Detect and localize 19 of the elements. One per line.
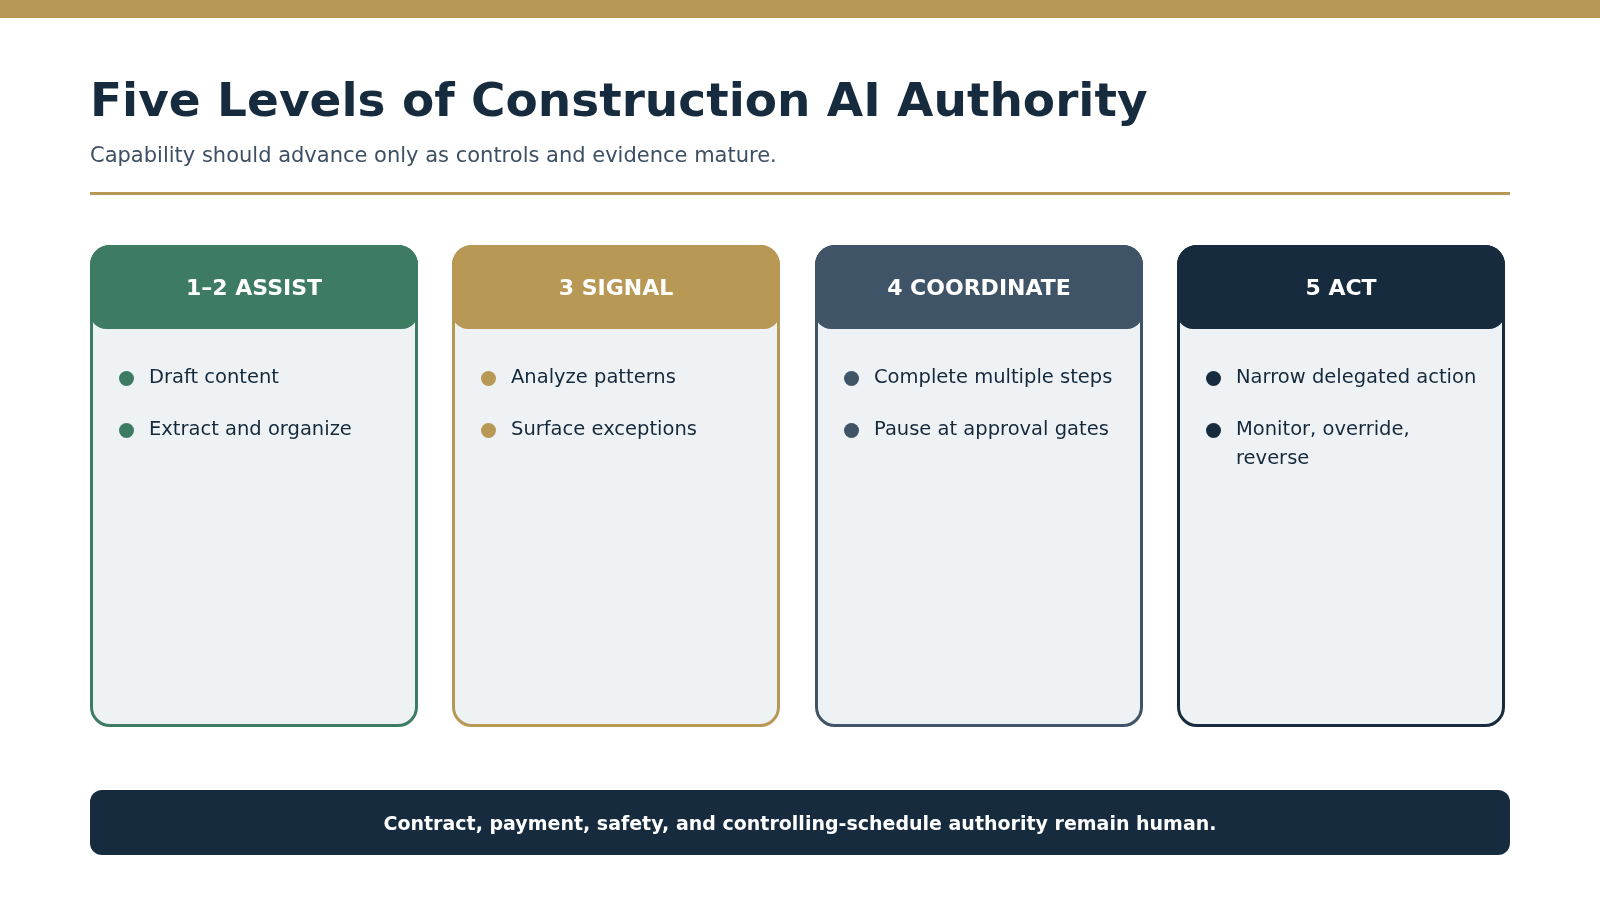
subtitle: Capability should advance only as controls and evidence mature. <box>90 143 777 167</box>
level-card <box>1177 245 1505 727</box>
level-card <box>815 245 1143 727</box>
level-card <box>90 245 418 727</box>
title: Five Levels of Construction AI Authority <box>90 72 1148 127</box>
level-card <box>452 245 780 727</box>
card-header: 1–2 ASSIST <box>90 245 418 329</box>
bullet-text: Narrow delegated action <box>1236 364 1477 390</box>
bullet-text: Surface exceptions <box>511 416 697 442</box>
card-header: 3 SIGNAL <box>452 245 780 329</box>
bullet-text: Draft content <box>149 364 279 390</box>
bullet-text: Complete multiple steps <box>874 364 1113 390</box>
bullet-text: Extract and organize <box>149 416 352 442</box>
bullet-text: Pause at approval gates <box>874 416 1109 442</box>
footer-banner: Contract, payment, safety, and controlling-schedule authority remain human. <box>90 790 1510 855</box>
card-header: 5 ACT <box>1177 245 1505 329</box>
bullet-text: Analyze patterns <box>511 364 676 390</box>
bullet-text: Monitor, override, reverse <box>1236 416 1411 471</box>
card-header: 4 COORDINATE <box>815 245 1143 329</box>
